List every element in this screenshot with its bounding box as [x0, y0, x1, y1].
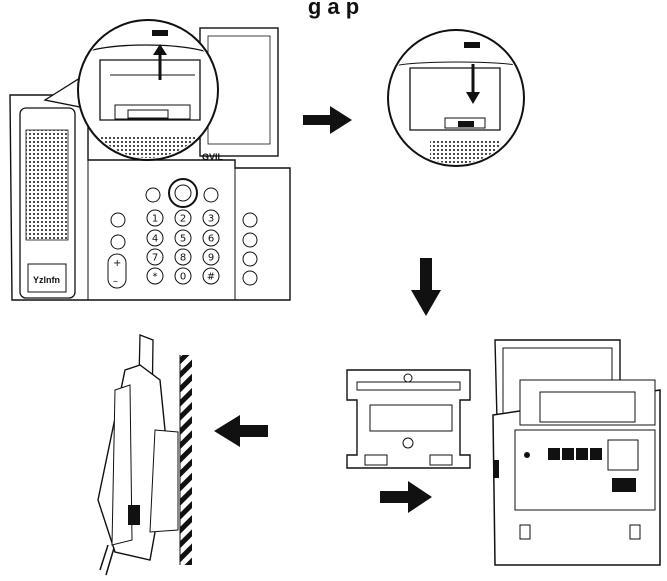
- zoom-circle-push-tab: [387, 29, 525, 167]
- keypad-key-label: 2: [180, 214, 186, 225]
- handset: Yzlnfn: [19, 107, 76, 299]
- zoom-circle-lift-tab: [77, 19, 219, 161]
- keypad-key-label: #: [207, 272, 215, 283]
- page-title: g a p: [307, 0, 360, 19]
- phone-back-with-bracket: [492, 339, 661, 566]
- keypad-key: [174, 248, 192, 266]
- function-keys-left: + –: [107, 212, 127, 289]
- volume-minus: –: [113, 276, 118, 287]
- arrow-right-bracket-icon: [380, 481, 432, 513]
- keypad-key-label: 1: [152, 214, 158, 225]
- keypad-key: [202, 209, 220, 227]
- keypad-key-label: 8: [180, 253, 186, 264]
- keypad-key: [202, 267, 220, 285]
- tab-detached: [152, 30, 168, 36]
- nav-cluster: [145, 178, 219, 208]
- handset-logo: Yzlnfn: [33, 275, 60, 285]
- keypad-key-label: 6: [208, 234, 214, 245]
- keypad-key-label: 5: [180, 234, 186, 245]
- keypad: 1 2 3 4 5 6 7 8 9 * 0 #: [146, 209, 220, 285]
- arrow-right-icon: [303, 106, 352, 134]
- brand-label: GVIL: [202, 152, 224, 162]
- keypad-key: [146, 209, 164, 227]
- keypad-key: [202, 248, 220, 266]
- step1-phone-front: Yzlnfn GVIL 1 2 3 4 5 6 7 8 9 * 0 # + –: [9, 27, 291, 301]
- arrow-left-icon: [214, 415, 268, 447]
- wall-bracket: [346, 369, 471, 469]
- keypad-key: [146, 267, 164, 285]
- keypad-key-label: 3: [208, 214, 214, 225]
- arrow-down-icon: [466, 92, 480, 104]
- keypad-key: [146, 248, 164, 266]
- keypad-key-label: 9: [208, 253, 214, 264]
- keypad-key: [174, 229, 192, 247]
- arrow-down-flow-icon: [411, 258, 441, 316]
- keypad-key-label: *: [153, 272, 158, 283]
- arrow-up-icon: [153, 44, 167, 55]
- phone-mounted-side: [97, 334, 179, 576]
- volume-plus: +: [113, 258, 121, 269]
- keypad-key: [174, 267, 192, 285]
- keypad-key: [202, 229, 220, 247]
- keypad-key-label: 0: [180, 272, 186, 283]
- keypad-key-label: 4: [152, 234, 158, 245]
- wall: [179, 355, 192, 565]
- function-keys-right: [242, 212, 258, 286]
- keypad-key-label: 7: [152, 253, 158, 264]
- keypad-key: [174, 209, 192, 227]
- keypad-key: [146, 229, 164, 247]
